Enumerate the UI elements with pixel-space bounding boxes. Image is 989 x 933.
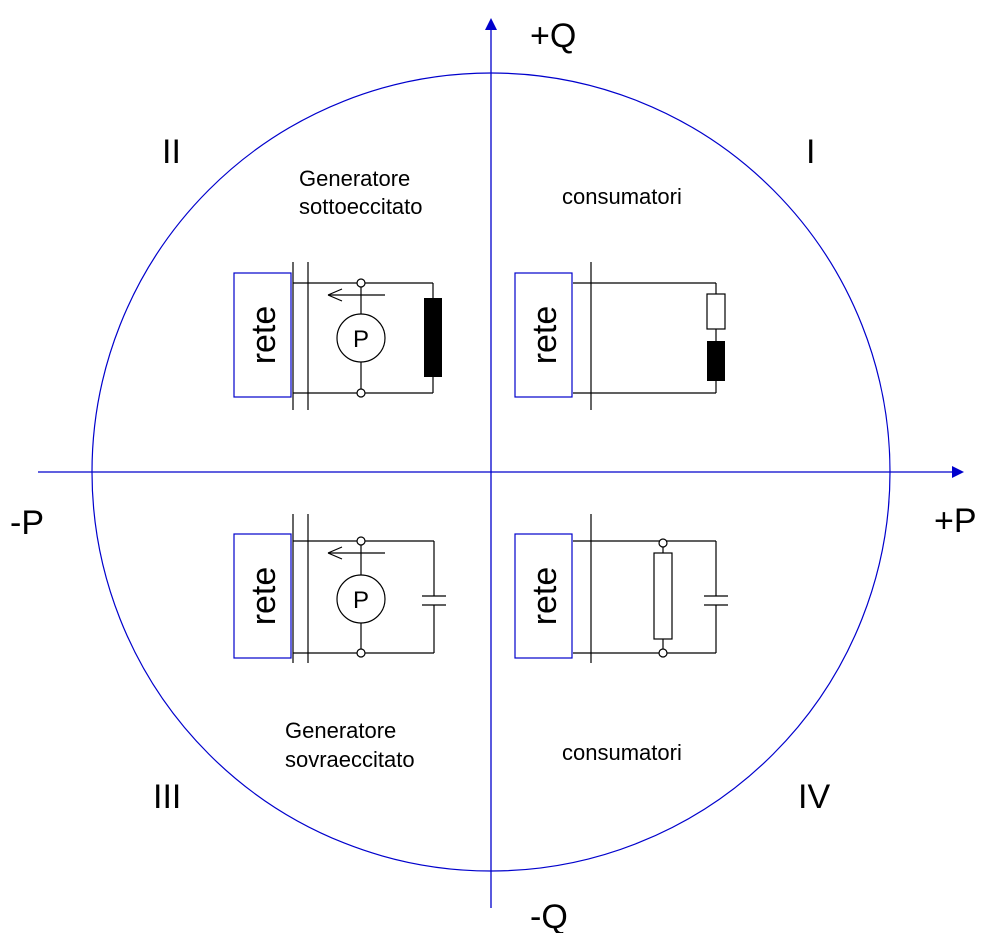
quadrant-i-caption: consumatori — [562, 184, 682, 209]
rete-label: rete — [245, 567, 283, 626]
quadrant-ii-caption-line1: Generatore — [299, 166, 410, 191]
generator-symbol: P — [353, 326, 369, 353]
quadrant-ii-numeral: II — [162, 133, 181, 171]
quadrant-i-numeral: I — [806, 133, 815, 171]
quadrant-iii-caption-line2: sovraeccitato — [285, 747, 415, 772]
generator-terminal — [356, 388, 366, 398]
quadrant-iii-numeral: III — [153, 778, 181, 816]
rete-label: rete — [526, 567, 564, 626]
quadrant-i-circuit: rete — [514, 262, 726, 410]
left-arrow-icon — [327, 546, 385, 560]
quadrant-iv-numeral: IV — [798, 778, 830, 816]
p-neg-label: -P — [10, 504, 44, 542]
resistor-icon — [706, 293, 726, 330]
quadrant-iv-circuit: rete — [514, 514, 728, 663]
circle-p-icon — [336, 313, 386, 363]
rete-box — [233, 533, 292, 659]
q-pos-label: +Q — [530, 17, 576, 55]
inductor-icon — [707, 341, 725, 381]
rete-label: rete — [245, 306, 283, 365]
inductor-icon — [424, 298, 442, 377]
p-pos-label: +P — [934, 502, 977, 540]
quadrant-iii-circuit: rete P — [233, 514, 446, 663]
circle-p-icon — [336, 574, 386, 624]
rete-label: rete — [526, 306, 564, 365]
quadrant-iii-caption-line1: Generatore — [285, 718, 396, 743]
generator-terminal — [356, 278, 366, 288]
resistor-icon — [653, 552, 673, 640]
generator-terminal — [356, 536, 366, 546]
junction-terminal — [658, 648, 668, 658]
rete-box — [514, 533, 573, 659]
rete-box — [514, 272, 573, 398]
generator-symbol: P — [353, 587, 369, 614]
quadrant-ii-circuit: rete P — [233, 262, 442, 410]
quadrant-ii-caption-line2: sottoeccitato — [299, 194, 423, 219]
junction-terminal — [658, 538, 668, 548]
q-neg-label: -Q — [530, 898, 568, 933]
rete-box — [233, 272, 292, 398]
generator-terminal — [356, 648, 366, 658]
capacitor-icon — [422, 595, 446, 606]
quadrant-iv-caption: consumatori — [562, 740, 682, 765]
left-arrow-icon — [327, 288, 385, 302]
capacitor-icon — [704, 595, 728, 606]
